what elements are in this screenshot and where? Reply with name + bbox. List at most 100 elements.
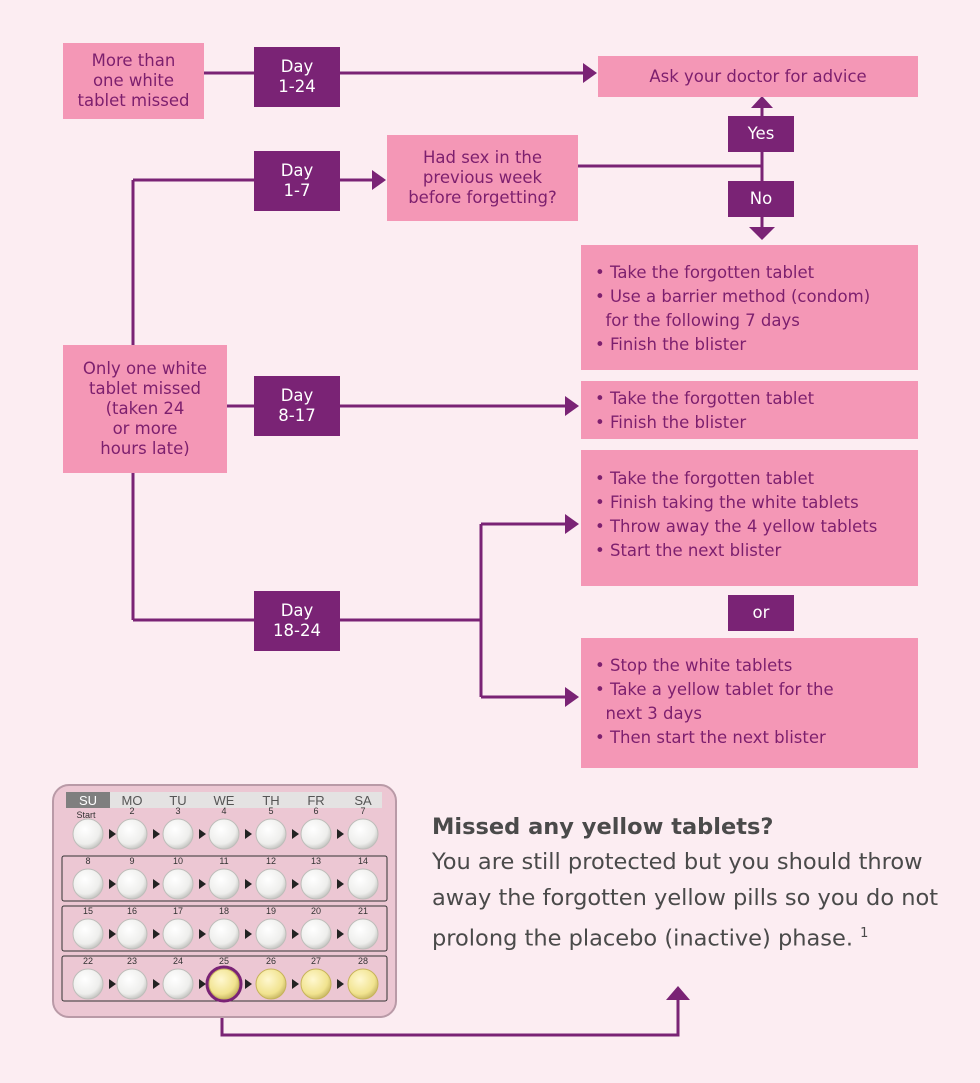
arrowhead-doctor: [583, 63, 597, 83]
ask-doctor-label: Ask your doctor for advice: [649, 66, 867, 86]
blister-arrow: [337, 879, 344, 889]
blister-day-number: 10: [173, 856, 183, 866]
blister-day-number: 26: [266, 956, 276, 966]
more-than-one-box: More than one white tablet missed: [63, 43, 204, 119]
blister-arrow: [153, 979, 160, 989]
blister-day-number: 16: [127, 906, 137, 916]
no-text: No: [749, 189, 773, 208]
white-pill: [162, 868, 194, 900]
white-pill: [347, 818, 379, 850]
blister-day-tu: TU: [169, 793, 186, 808]
blister-day-number: 22: [83, 956, 93, 966]
blister-day-number: 18: [219, 906, 229, 916]
blister-day-number: 11: [219, 856, 228, 866]
blister-day-headers: SU MO TU WE TH FR SA: [79, 793, 372, 808]
blister-arrow: [292, 829, 299, 839]
blister-day-su: SU: [79, 793, 97, 808]
white-pill: [255, 918, 287, 950]
list-item: • Finish the blister: [595, 335, 747, 354]
blister-arrow: [292, 979, 299, 989]
blister-arrow: [337, 829, 344, 839]
blister-day-number: 14: [358, 856, 368, 866]
list-item: next 3 days: [595, 704, 702, 723]
blister-day-number: 15: [83, 906, 93, 916]
white-pill: [116, 918, 148, 950]
yellow-pill: [255, 968, 287, 1000]
blister-day-number: 6: [313, 806, 318, 816]
blister-arrow: [199, 929, 206, 939]
more-than-one-label: More than one white tablet missed: [77, 51, 190, 110]
blister-day-number: 4: [221, 806, 226, 816]
blister-row-outlines: [61, 855, 388, 1002]
white-pill: [72, 818, 104, 850]
yellow-pill: [300, 968, 332, 1000]
blister-day-number: 9: [129, 856, 134, 866]
blister-day-number: 5: [268, 806, 273, 816]
list-item: • Take the forgotten tablet: [595, 469, 815, 488]
yellow-pill: [208, 968, 240, 1000]
or-text: or: [752, 603, 770, 622]
yellow-pill: [347, 968, 379, 1000]
blister-day-number: 19: [266, 906, 276, 916]
blister-arrow: [292, 929, 299, 939]
blister-arrow: [109, 929, 116, 939]
list-item: • Finish the blister: [595, 413, 747, 432]
blister-arrow: [153, 829, 160, 839]
day-1-7-text: Day 1-7: [280, 161, 314, 200]
blister-day-th: TH: [262, 793, 279, 808]
blister-day-number: 13: [311, 856, 321, 866]
info-body: You are still protected but you should t…: [432, 844, 952, 957]
blister-arrow: [245, 979, 252, 989]
list-item: • Take the forgotten tablet: [595, 389, 815, 408]
ask-doctor-box: Ask your doctor for advice: [598, 56, 918, 97]
blister-header-strip: [66, 792, 382, 808]
blister-day-number: 25: [219, 956, 229, 966]
white-pill: [162, 918, 194, 950]
day8-17-instructions: • Take the forgotten tablet • Finish the…: [581, 381, 918, 439]
blister-day-number: 27: [311, 956, 321, 966]
white-pill: [347, 868, 379, 900]
blister-arrow: [109, 879, 116, 889]
blister-arrow: [292, 879, 299, 889]
white-pill: [162, 818, 194, 850]
list-item: for the following 7 days: [595, 311, 800, 330]
had-sex-box: Had sex in the previous week before forg…: [387, 135, 578, 221]
blister-arrow: [245, 929, 252, 939]
info-body-text: You are still protected but you should t…: [432, 849, 939, 952]
blister-day-number: 21: [358, 906, 368, 916]
blister-day-we: WE: [214, 793, 235, 808]
option-a-instructions: • Take the forgotten tablet • Finish tak…: [581, 450, 918, 586]
blister-day-number: 7: [360, 806, 365, 816]
no-sex-instructions: • Take the forgotten tablet • Use a barr…: [581, 245, 918, 370]
blister-day-number: 24: [173, 956, 183, 966]
arrowhead-info: [666, 986, 690, 1000]
no-label: No: [728, 181, 794, 217]
blister-day-number: 2: [129, 806, 134, 816]
highlighted-pill-ring: [205, 965, 243, 1003]
yellow-tablets-info: Missed any yellow tablets? You are still…: [432, 810, 952, 957]
list-item: • Use a barrier method (condom): [595, 287, 871, 306]
blister-day-sa: SA: [354, 793, 372, 808]
list-item: • Start the next blister: [595, 541, 782, 560]
white-pill: [300, 818, 332, 850]
blister-arrow: [337, 979, 344, 989]
had-sex-label: Had sex in the previous week before forg…: [408, 148, 557, 207]
arrowhead-option-a: [565, 514, 579, 534]
arrowhead-had-sex: [372, 170, 386, 190]
day-1-24-label: Day 1-24: [254, 47, 340, 107]
blister-arrow: [245, 879, 252, 889]
white-pill: [255, 818, 287, 850]
blister-day-number: 28: [358, 956, 368, 966]
or-label: or: [728, 595, 794, 631]
info-footnote: 1: [860, 926, 869, 941]
day-8-17-label: Day 8-17: [254, 376, 340, 436]
list-item: • Throw away the 4 yellow tablets: [595, 517, 878, 536]
blister-arrow: [337, 929, 344, 939]
day-1-7-label: Day 1-7: [254, 151, 340, 211]
blister-start-label: Start: [76, 810, 96, 820]
list-item: • Stop the white tablets: [595, 656, 793, 675]
blister-day-number: 3: [175, 806, 180, 816]
blister-arrow: [109, 829, 116, 839]
